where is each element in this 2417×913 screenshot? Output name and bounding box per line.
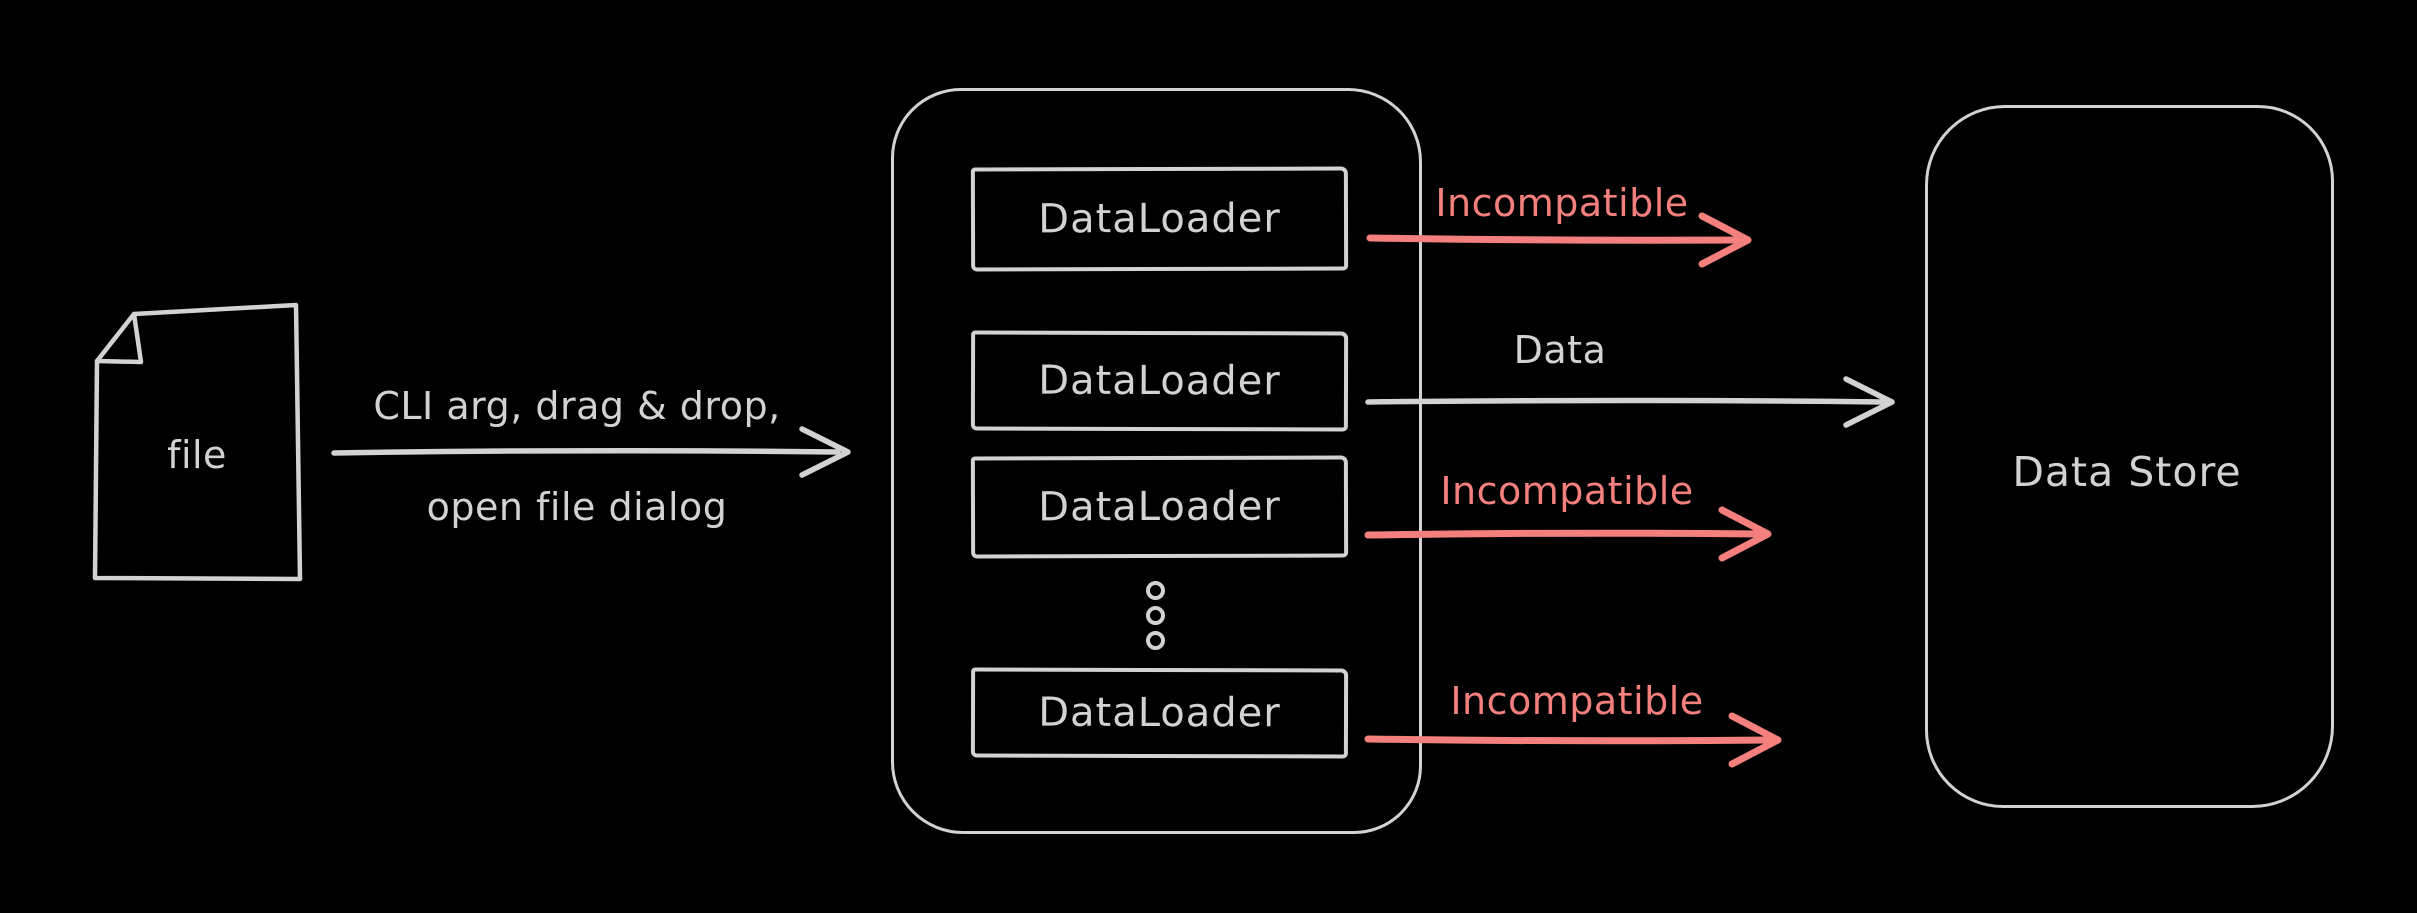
input-caption-line1: CLI arg, drag & drop, (373, 384, 781, 428)
dataloader-box-3: DataLoader (970, 455, 1349, 559)
flow-label: Incompatible (1440, 469, 1694, 513)
data-store-label: Data Store (2012, 448, 2242, 496)
flow-label: Incompatible (1450, 679, 1704, 723)
document-icon (92, 302, 303, 582)
file-label: file (167, 433, 227, 477)
dataloader-label: DataLoader (1038, 689, 1281, 737)
dataloader-label: DataLoader (1038, 483, 1281, 531)
input-caption-line2: open file dialog (426, 485, 728, 529)
ellipsis-dot-icon (1146, 581, 1165, 600)
incompatible-arrow-icon (1366, 212, 1752, 268)
input-arrow (331, 426, 851, 478)
dataloader-label: DataLoader (1038, 195, 1281, 243)
data-arrow-icon (1365, 376, 1895, 428)
dataloader-box-2: DataLoader (970, 330, 1349, 432)
dataloader-box-1: DataLoader (970, 166, 1349, 272)
loader-container (891, 88, 1422, 834)
flow-label: Incompatible (1435, 181, 1689, 225)
ellipsis-dot-icon (1146, 606, 1165, 625)
flow-label: Data (1513, 328, 1607, 372)
dataloader-box-4: DataLoader (970, 667, 1349, 759)
incompatible-arrow-icon (1364, 506, 1772, 562)
dataloader-label: DataLoader (1038, 357, 1281, 405)
data-store-box (1925, 105, 2334, 808)
ellipsis-dot-icon (1146, 631, 1165, 650)
incompatible-arrow-icon (1364, 712, 1782, 768)
